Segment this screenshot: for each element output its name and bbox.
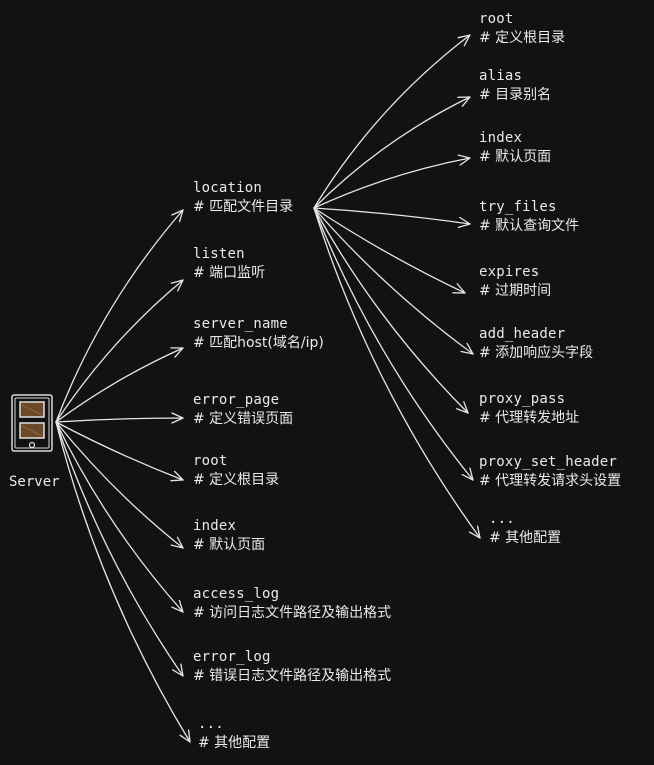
server-icon xyxy=(11,394,53,452)
location-child-other: ... # 其他配置 xyxy=(489,510,561,548)
server-child-error-page: error_page # 定义错误页面 xyxy=(193,391,293,429)
node-key: index xyxy=(479,130,523,146)
node-comment: # 代理转发请求头设置 xyxy=(479,473,622,489)
server-child-listen: listen # 端口监听 xyxy=(193,245,265,283)
location-arrow-4 xyxy=(313,207,466,294)
node-comment: # 默认页面 xyxy=(193,537,266,553)
node-comment: # 添加响应头字段 xyxy=(479,345,594,361)
node-comment: # 代理转发地址 xyxy=(479,410,580,426)
node-key: add_header xyxy=(479,326,566,342)
node-comment: # 默认查询文件 xyxy=(479,218,580,234)
node-key: access_log xyxy=(193,586,280,602)
node-key: root xyxy=(479,11,514,27)
server-arrow-8 xyxy=(55,421,191,743)
server-arrow-2 xyxy=(55,347,184,423)
node-comment: # 错误日志文件路径及输出格式 xyxy=(193,668,392,684)
node-key: index xyxy=(193,518,237,534)
location-child-proxy-pass: proxy_pass # 代理转发地址 xyxy=(479,390,579,428)
server-child-access-log: access_log # 访问日志文件路径及输出格式 xyxy=(193,585,391,623)
location-arrow-8 xyxy=(313,207,481,539)
server-arrow-3 xyxy=(55,412,184,424)
server-child-location: location # 匹配文件目录 xyxy=(193,179,293,217)
server-arrow-1 xyxy=(55,279,184,423)
server-label: Server xyxy=(9,474,60,490)
location-arrow-2 xyxy=(313,154,471,209)
location-arrow-1 xyxy=(313,96,471,209)
node-comment: # 匹配host(域名/ip) xyxy=(193,335,324,351)
node-key: expires xyxy=(479,264,540,280)
location-child-alias: alias # 目录别名 xyxy=(479,67,551,105)
server-child-error-log: error_log # 错误日志文件路径及输出格式 xyxy=(193,648,391,686)
node-comment: # 定义根目录 xyxy=(193,472,280,488)
node-key: error_log xyxy=(193,649,271,665)
location-child-proxy-set-header: proxy_set_header # 代理转发请求头设置 xyxy=(479,453,621,491)
server-arrow-7 xyxy=(55,421,184,677)
node-key: listen xyxy=(193,246,245,262)
location-child-expires: expires # 过期时间 xyxy=(479,263,551,301)
server-child-root: root # 定义根目录 xyxy=(193,452,279,490)
node-key: error_page xyxy=(193,392,280,408)
server-arrow-6 xyxy=(55,421,184,613)
node-comment: # 目录别名 xyxy=(479,87,552,103)
node-key: proxy_set_header xyxy=(479,454,618,470)
node-key: server_name xyxy=(193,316,288,332)
node-key: location xyxy=(193,180,263,196)
node-key: proxy_pass xyxy=(479,391,566,407)
node-comment: # 默认页面 xyxy=(479,149,552,165)
server-arrow-0 xyxy=(55,209,184,423)
server-child-index: index # 默认页面 xyxy=(193,517,265,555)
location-arrow-3 xyxy=(313,207,471,229)
node-comment: # 端口监听 xyxy=(193,265,266,281)
node-comment: # 匹配文件目录 xyxy=(193,199,294,215)
location-arrow-5 xyxy=(313,207,474,355)
location-arrow-7 xyxy=(313,207,474,481)
location-child-index: index # 默认页面 xyxy=(479,129,551,167)
node-comment: # 过期时间 xyxy=(479,283,552,299)
location-child-add-header: add_header # 添加响应头字段 xyxy=(479,325,593,363)
location-arrow-6 xyxy=(313,207,469,414)
node-comment: # 定义根目录 xyxy=(479,30,566,46)
server-child-server-name: server_name # 匹配host(域名/ip) xyxy=(193,315,324,353)
node-key: try_files xyxy=(479,199,557,215)
location-arrow-0 xyxy=(313,34,471,209)
server-child-other: ... # 其他配置 xyxy=(198,715,270,753)
node-key: alias xyxy=(479,68,523,84)
location-child-try-files: try_files # 默认查询文件 xyxy=(479,198,579,236)
node-key: ... xyxy=(198,716,224,732)
server-arrow-5 xyxy=(55,421,184,549)
node-key: ... xyxy=(489,511,515,527)
node-comment: # 其他配置 xyxy=(198,735,271,751)
location-child-root: root # 定义根目录 xyxy=(479,10,565,48)
server-arrow-4 xyxy=(55,421,184,482)
node-comment: # 访问日志文件路径及输出格式 xyxy=(193,605,392,621)
node-comment: # 其他配置 xyxy=(489,530,562,546)
node-key: root xyxy=(193,453,228,469)
node-comment: # 定义错误页面 xyxy=(193,411,294,427)
